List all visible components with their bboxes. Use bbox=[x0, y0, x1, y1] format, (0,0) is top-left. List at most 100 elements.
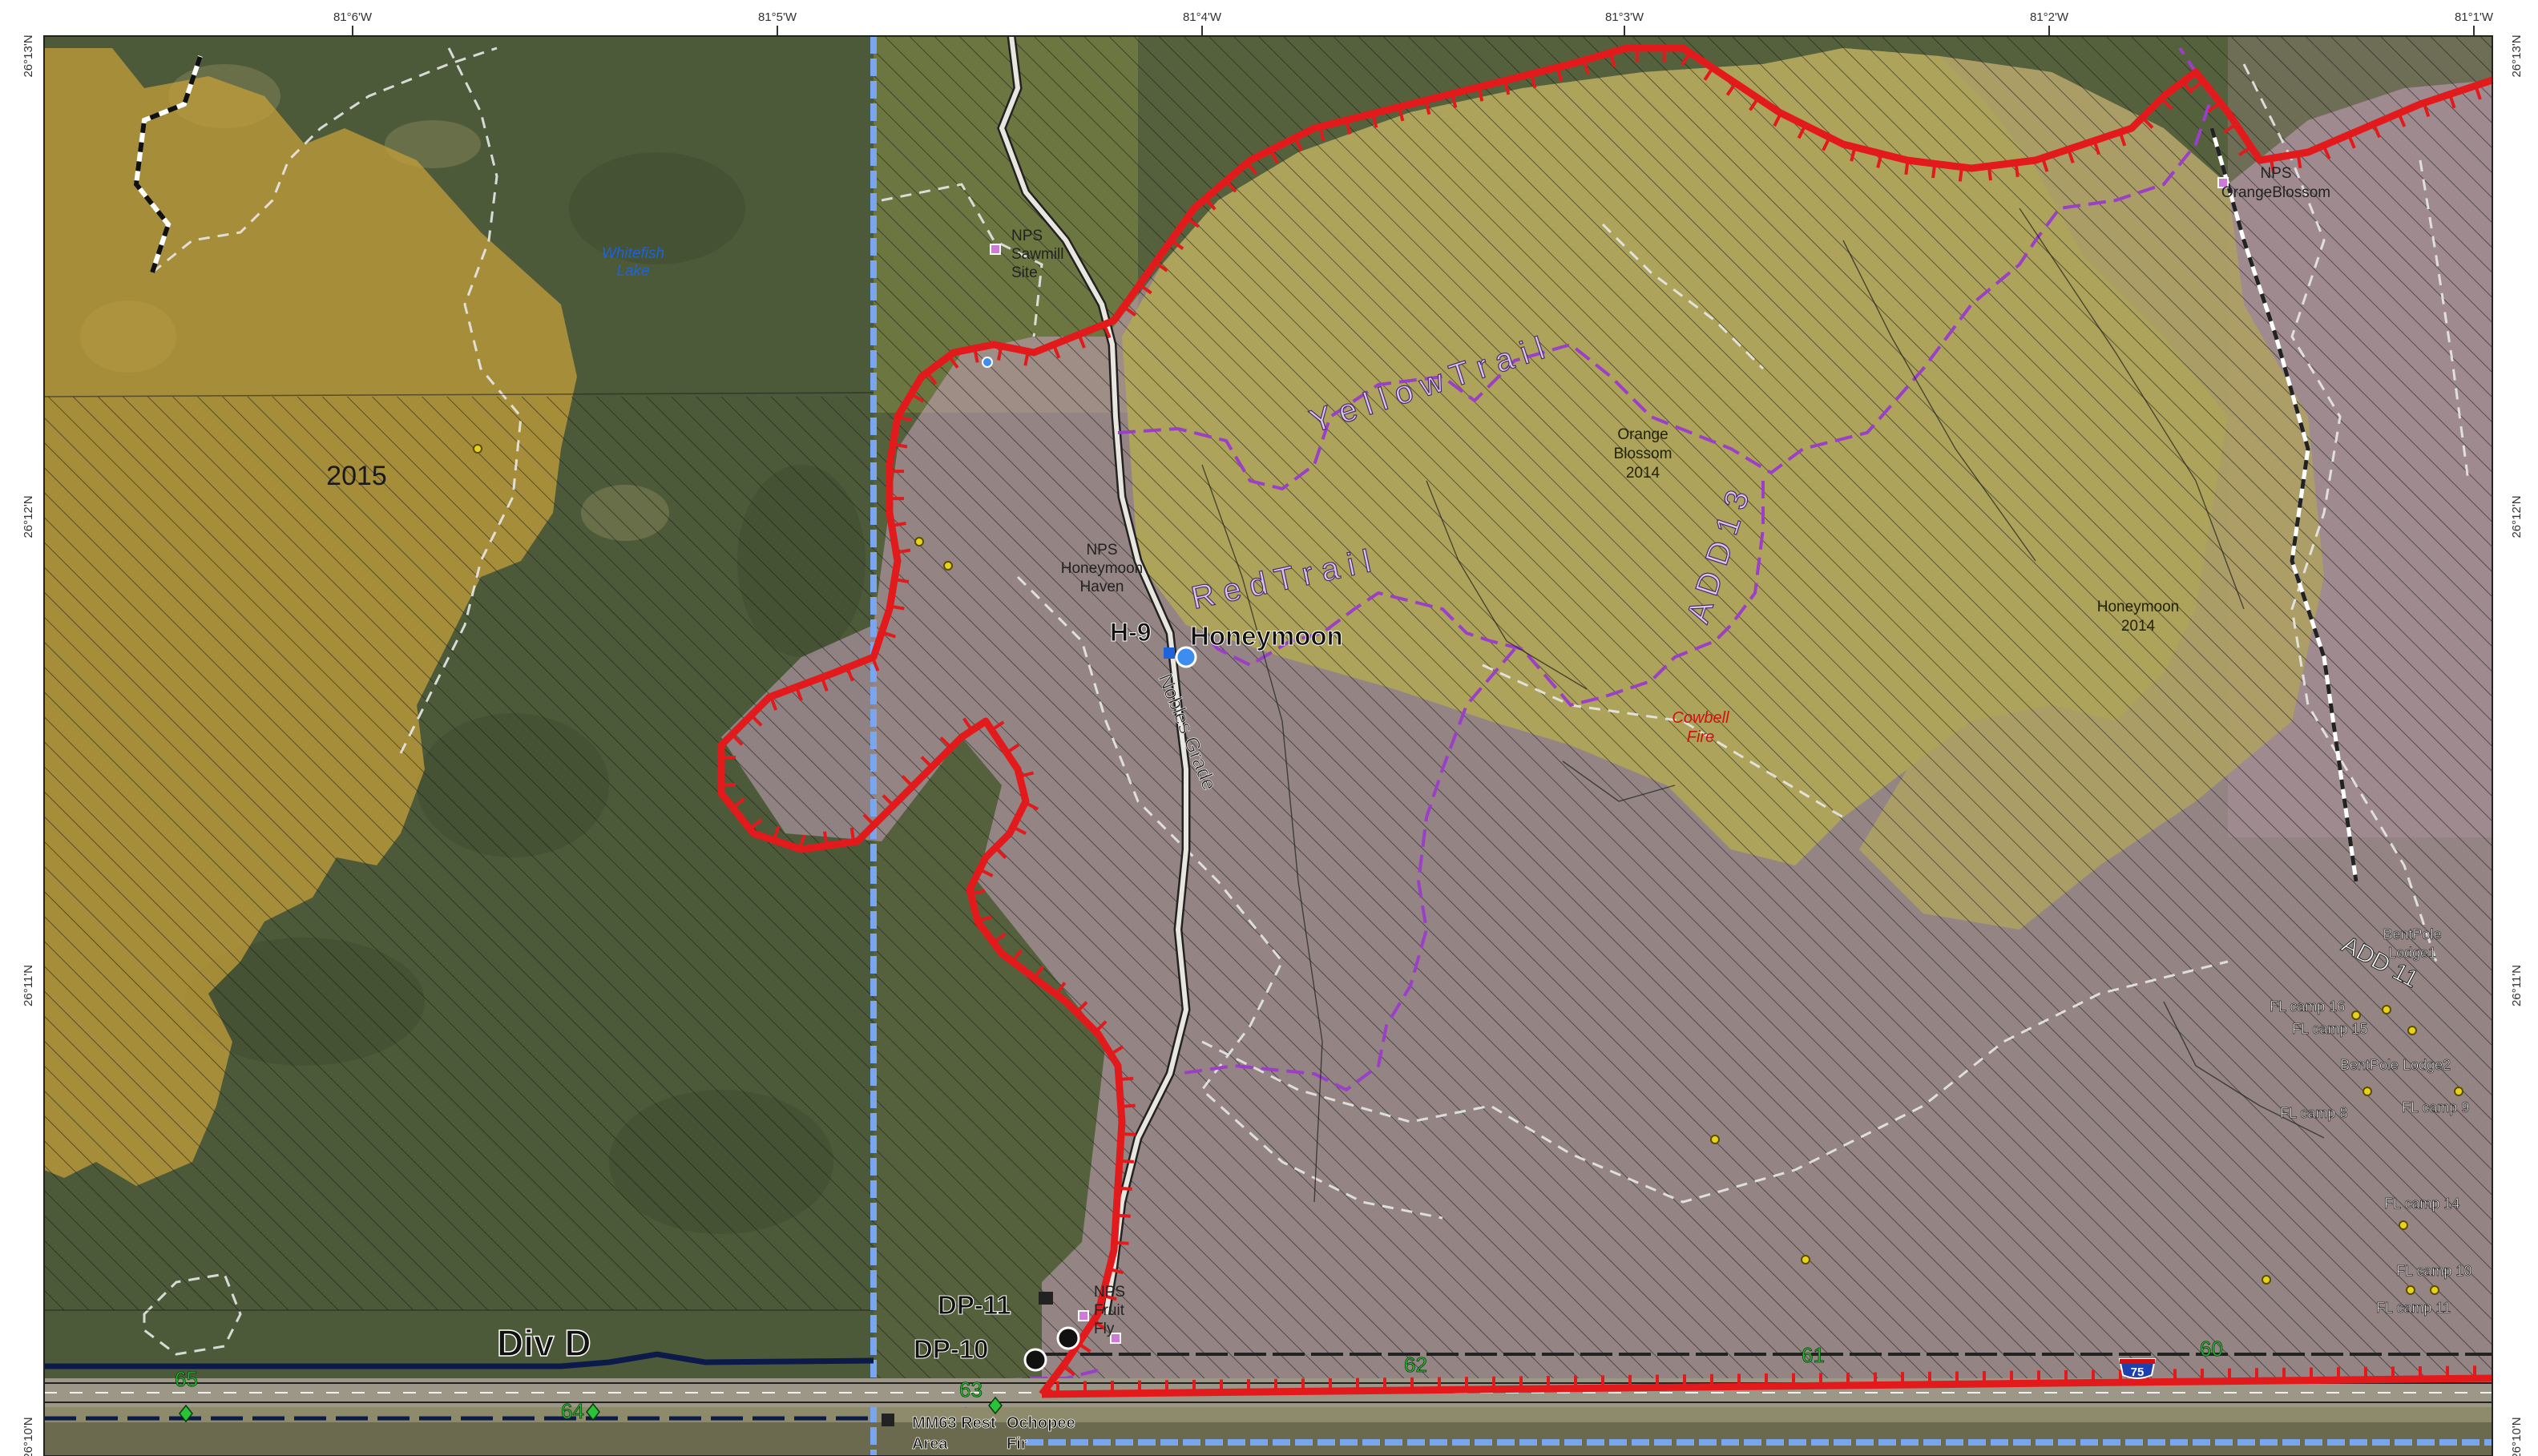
perimeter-tick bbox=[1108, 1267, 1124, 1275]
lat-tick: 26°11'N bbox=[22, 965, 35, 1006]
perimeter-tick bbox=[992, 932, 1007, 944]
water-point-icon[interactable] bbox=[982, 357, 993, 368]
perimeter-tick bbox=[1019, 771, 1035, 778]
perimeter-tick bbox=[1045, 1386, 1059, 1398]
perimeter-tick bbox=[1958, 167, 1963, 182]
perimeter-tick bbox=[2160, 97, 2173, 110]
camp-point-icon[interactable] bbox=[1801, 1255, 1810, 1264]
camp-point-icon[interactable] bbox=[914, 537, 924, 547]
nps-site-icon[interactable] bbox=[990, 244, 1001, 255]
mile-marker-icon bbox=[586, 1402, 600, 1422]
division-d-label: Div D bbox=[497, 1322, 591, 1364]
lat-tick: 26°13'N bbox=[22, 34, 35, 77]
lon-tick: 81°5'W bbox=[758, 10, 797, 24]
camp-point-icon[interactable] bbox=[473, 444, 482, 454]
honeymoon-point-label: Honeymoon bbox=[1190, 621, 1343, 651]
helispot-h9[interactable] bbox=[1164, 646, 1197, 668]
helispot-icon[interactable] bbox=[1175, 646, 1197, 668]
nps-fruit-fly-label: Fly bbox=[1094, 1321, 1115, 1337]
camp-point-icon[interactable] bbox=[2262, 1275, 2271, 1285]
camp-label: BentPole bbox=[2383, 926, 2441, 942]
lon-tick: 81°4'W bbox=[1183, 10, 1222, 24]
lat-tick: 26°10'N bbox=[2510, 1417, 2524, 1456]
mile-marker-icon bbox=[988, 1396, 1003, 1415]
camp-point-icon[interactable] bbox=[1710, 1135, 1720, 1144]
lat-tick: 26°12'N bbox=[2510, 495, 2524, 538]
perimeter-tick bbox=[2269, 158, 2275, 173]
mile-marker-label: 61 bbox=[1802, 1343, 1825, 1367]
drop-point-icon[interactable] bbox=[1023, 1348, 1047, 1372]
lat-ticks-right: 26°13'N 26°12'N 26°11'N 26°10'N bbox=[2510, 34, 2524, 1456]
perimeter-tick bbox=[920, 756, 934, 768]
lat-tick: 26°10'N bbox=[22, 1417, 35, 1456]
camp-point-icon[interactable] bbox=[2454, 1087, 2463, 1096]
lat-tick: 26°11'N bbox=[2510, 965, 2524, 1006]
perimeter-tick bbox=[1530, 73, 1537, 89]
camp-point-icon[interactable] bbox=[943, 561, 953, 571]
perimeter-tick bbox=[1822, 136, 1831, 151]
nps-site-icon[interactable] bbox=[2217, 177, 2229, 188]
nps-site-icon[interactable] bbox=[1110, 1333, 1121, 1344]
mile-marker-label: 64 bbox=[561, 1399, 584, 1423]
honeymoon-2014-label: 2014 bbox=[2121, 618, 2156, 635]
perimeter-tick bbox=[1204, 197, 1217, 211]
perimeter-tick bbox=[1725, 82, 1737, 96]
perimeter-tick bbox=[1023, 351, 1030, 366]
perimeter-tick bbox=[970, 889, 986, 896]
camp-point-icon[interactable] bbox=[2382, 1005, 2391, 1014]
perimeter-tick bbox=[845, 667, 854, 682]
camp-label: FL camp 9 bbox=[2402, 1099, 2469, 1115]
camp-point-icon[interactable] bbox=[2399, 1220, 2408, 1230]
perimeter-tick bbox=[749, 714, 763, 727]
perimeter-tick bbox=[1398, 107, 1405, 122]
camp-label: FL camp 10 bbox=[2396, 1263, 2471, 1279]
perimeter-tick bbox=[2422, 102, 2431, 118]
perimeter-tick bbox=[991, 720, 1005, 732]
camp-point-icon[interactable] bbox=[2407, 1026, 2417, 1035]
interstate-number: 75 bbox=[2131, 1365, 2145, 1379]
perimeter-tick bbox=[897, 416, 912, 421]
perimeter-tick bbox=[2067, 148, 2075, 164]
perimeter-tick bbox=[1371, 113, 1378, 128]
perimeter-tick bbox=[910, 392, 925, 403]
perimeter-tick bbox=[1012, 825, 1027, 835]
perimeter-tick bbox=[772, 825, 781, 841]
perimeter-tick bbox=[994, 846, 1007, 859]
nps-orangeblossom-label: OrangeBlossom bbox=[2221, 184, 2330, 201]
perimeter-tick bbox=[978, 868, 994, 877]
nps-site-icon[interactable] bbox=[1078, 1310, 1089, 1321]
camp-point-icon[interactable] bbox=[2351, 1010, 2361, 1020]
perimeter-tick bbox=[895, 548, 911, 555]
perimeter-tick bbox=[1987, 166, 1992, 181]
perimeter-tick bbox=[973, 348, 979, 363]
perimeter-tick bbox=[1006, 743, 1020, 754]
perimeter-tick bbox=[947, 355, 959, 369]
perimeter-tick bbox=[1075, 1001, 1088, 1014]
camp-point-icon[interactable] bbox=[2430, 1285, 2439, 1295]
lon-tick: 81°1'W bbox=[2455, 10, 2494, 24]
ochopee-label: Ochopee bbox=[1007, 1414, 1075, 1432]
hatch-west bbox=[44, 397, 874, 1310]
mm63-label: MM63 Rest bbox=[912, 1414, 996, 1432]
drop-point-icon[interactable] bbox=[1056, 1326, 1080, 1350]
camp-point-icon[interactable] bbox=[2362, 1087, 2372, 1096]
mile-marker-label: 60 bbox=[2200, 1337, 2223, 1361]
mile-marker-label: 62 bbox=[1404, 1353, 1427, 1377]
perimeter-tick bbox=[1797, 124, 1807, 139]
perimeter-tick bbox=[1077, 1342, 1091, 1353]
camp-point-icon[interactable] bbox=[2406, 1285, 2415, 1295]
perimeter-tick bbox=[1094, 1020, 1108, 1033]
mile-marker-label: 63 bbox=[959, 1377, 983, 1402]
lat-tick: 26°13'N bbox=[2510, 34, 2524, 77]
perimeter-tick bbox=[1451, 93, 1458, 108]
orange-blossom-label: 2014 bbox=[1626, 465, 1660, 482]
perimeter-tick bbox=[2207, 101, 2221, 113]
perimeter-tick bbox=[820, 676, 829, 692]
perimeter-tick bbox=[1904, 159, 1910, 175]
hatch-east bbox=[874, 36, 2492, 1390]
perimeter-tick bbox=[1608, 52, 1616, 67]
perimeter-tick bbox=[1092, 1319, 1107, 1331]
orange-blossom-label: Orange bbox=[1617, 426, 1668, 443]
unit-boundaries bbox=[143, 46, 2470, 1356]
perimeter-tick bbox=[2346, 134, 2356, 149]
